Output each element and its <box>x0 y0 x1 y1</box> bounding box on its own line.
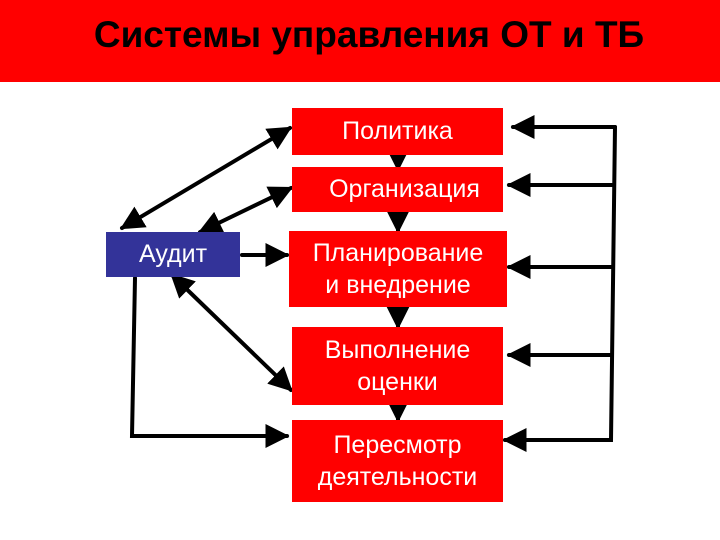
box-execution-line2: оценки <box>357 368 438 396</box>
box-planning-line1: Планирование <box>312 238 484 267</box>
arrow-audit-policy <box>119 126 293 230</box>
arrow-audit-review <box>129 276 290 448</box>
box-audit-label: Аудит <box>138 240 208 269</box>
box-planning: Планирование и внедрение <box>289 231 507 307</box>
box-organization: Организация <box>292 167 503 212</box>
box-review-line2: деятельности <box>317 463 478 491</box>
box-audit: Аудит <box>106 232 240 277</box>
feedback-bus <box>502 125 617 452</box>
header-bar <box>0 0 720 82</box>
box-execution-line1: Выполнение <box>324 335 471 364</box>
box-review-line1: Пересмотр <box>333 430 462 459</box>
box-policy: Политика <box>292 108 503 155</box>
box-review: Пересмотр деятельности <box>292 420 503 502</box>
arrow-audit-execution <box>170 273 293 392</box>
box-execution: Выполнение оценки <box>292 327 503 405</box>
page-title: Системы управления ОТ и ТБ <box>93 14 645 55</box>
box-organization-label: Организация <box>329 175 480 204</box>
box-planning-line2: и внедрение <box>325 271 471 299</box>
box-policy-label: Политика <box>342 117 453 146</box>
arrow-audit-organization <box>197 186 294 234</box>
